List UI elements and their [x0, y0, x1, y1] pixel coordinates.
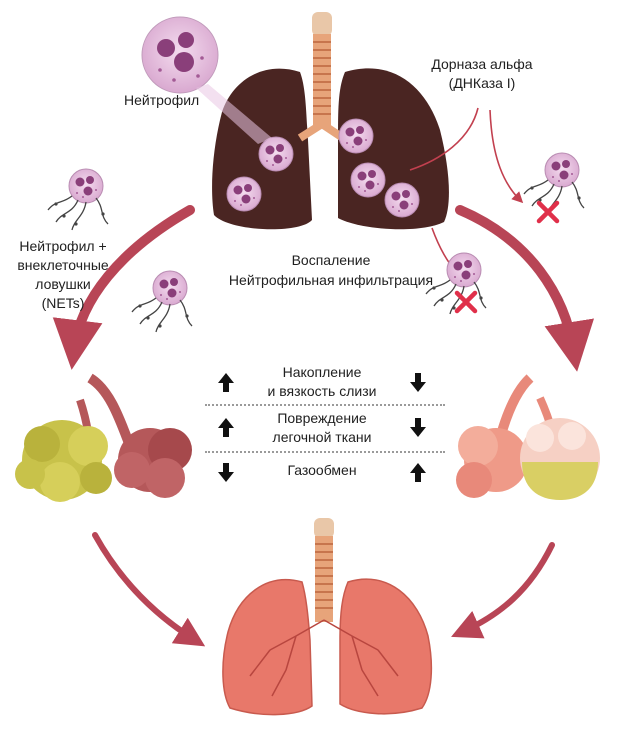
trachea-bottom	[314, 518, 334, 622]
blocked-neutrophil-1	[524, 153, 584, 221]
effect-damage-line1: Повреждение	[240, 410, 404, 427]
dornase-label-line2: (ДНКаза I)	[412, 75, 552, 92]
dornase-label-line1: Дорназа альфа	[412, 56, 552, 73]
nets-label-line4: (NETs)	[0, 295, 126, 312]
nets-neutrophil-2	[132, 271, 192, 332]
alveoli-diseased	[15, 378, 192, 502]
separator-1	[205, 404, 445, 406]
neutrophil-label: Нейтрофил	[124, 92, 199, 109]
effect-damage-line2: легочной ткани	[240, 429, 404, 446]
inflammation-label-line2: Нейтрофильная инфильтрация	[206, 272, 456, 289]
effect-gas-exchange: Газообмен	[240, 462, 404, 479]
inflammation-label-line1: Воспаление	[220, 252, 442, 269]
nets-neutrophil-1	[48, 169, 108, 230]
nets-label-line2: внеклеточные	[0, 257, 126, 274]
effect-mucus-line2: и вязкость слизи	[240, 383, 404, 400]
trachea-top	[312, 12, 332, 126]
alveoli-treated	[456, 378, 600, 500]
nets-label-line1: Нейтрофил +	[0, 238, 126, 255]
nets-label-line3: ловушки	[0, 276, 126, 293]
effect-mucus-line1: Накопление	[240, 364, 404, 381]
separator-2	[205, 451, 445, 453]
